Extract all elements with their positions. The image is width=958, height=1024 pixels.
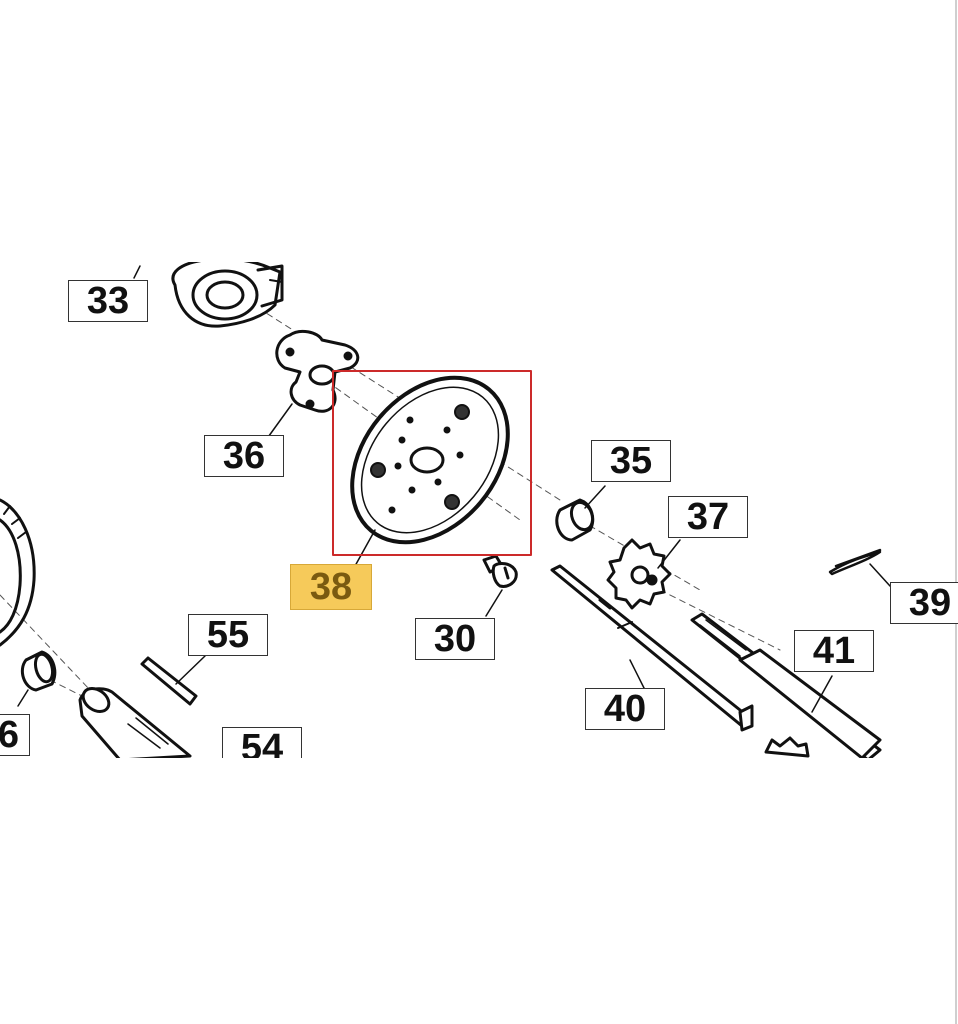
callout-41[interactable]: 41	[794, 630, 874, 672]
selection-frame	[332, 370, 532, 556]
part-55-pin	[140, 656, 198, 706]
part-39-clip	[828, 548, 882, 576]
part-40-shaft	[550, 564, 754, 732]
callout-39[interactable]: 39	[890, 582, 958, 624]
part-38-disc-plate	[350, 375, 510, 545]
callout-54[interactable]: 54	[222, 727, 302, 758]
callout-36[interactable]: 36	[204, 435, 284, 477]
part-36-flange-hub	[275, 329, 360, 413]
callout-38-highlighted[interactable]: 38	[290, 564, 372, 610]
callout-37[interactable]: 37	[668, 496, 748, 538]
gear-fragment	[764, 736, 810, 758]
part-35-bushing	[555, 498, 595, 542]
callout-55[interactable]: 55	[188, 614, 268, 656]
leader-lines	[17, 265, 891, 713]
part-56-bushing	[20, 650, 57, 692]
callout-56[interactable]: 6	[0, 714, 30, 756]
part-30-bolt	[482, 554, 518, 588]
part-54-roller	[78, 687, 192, 758]
part-37-gear	[606, 538, 672, 610]
callout-40[interactable]: 40	[585, 688, 665, 730]
callout-35[interactable]: 35	[591, 440, 671, 482]
callout-30[interactable]: 30	[415, 618, 495, 660]
callout-33[interactable]: 33	[68, 280, 148, 322]
part-33-bearing-housing	[171, 262, 284, 328]
part-41-splined-shaft	[690, 612, 882, 758]
large-wheel-fragment	[0, 498, 36, 647]
